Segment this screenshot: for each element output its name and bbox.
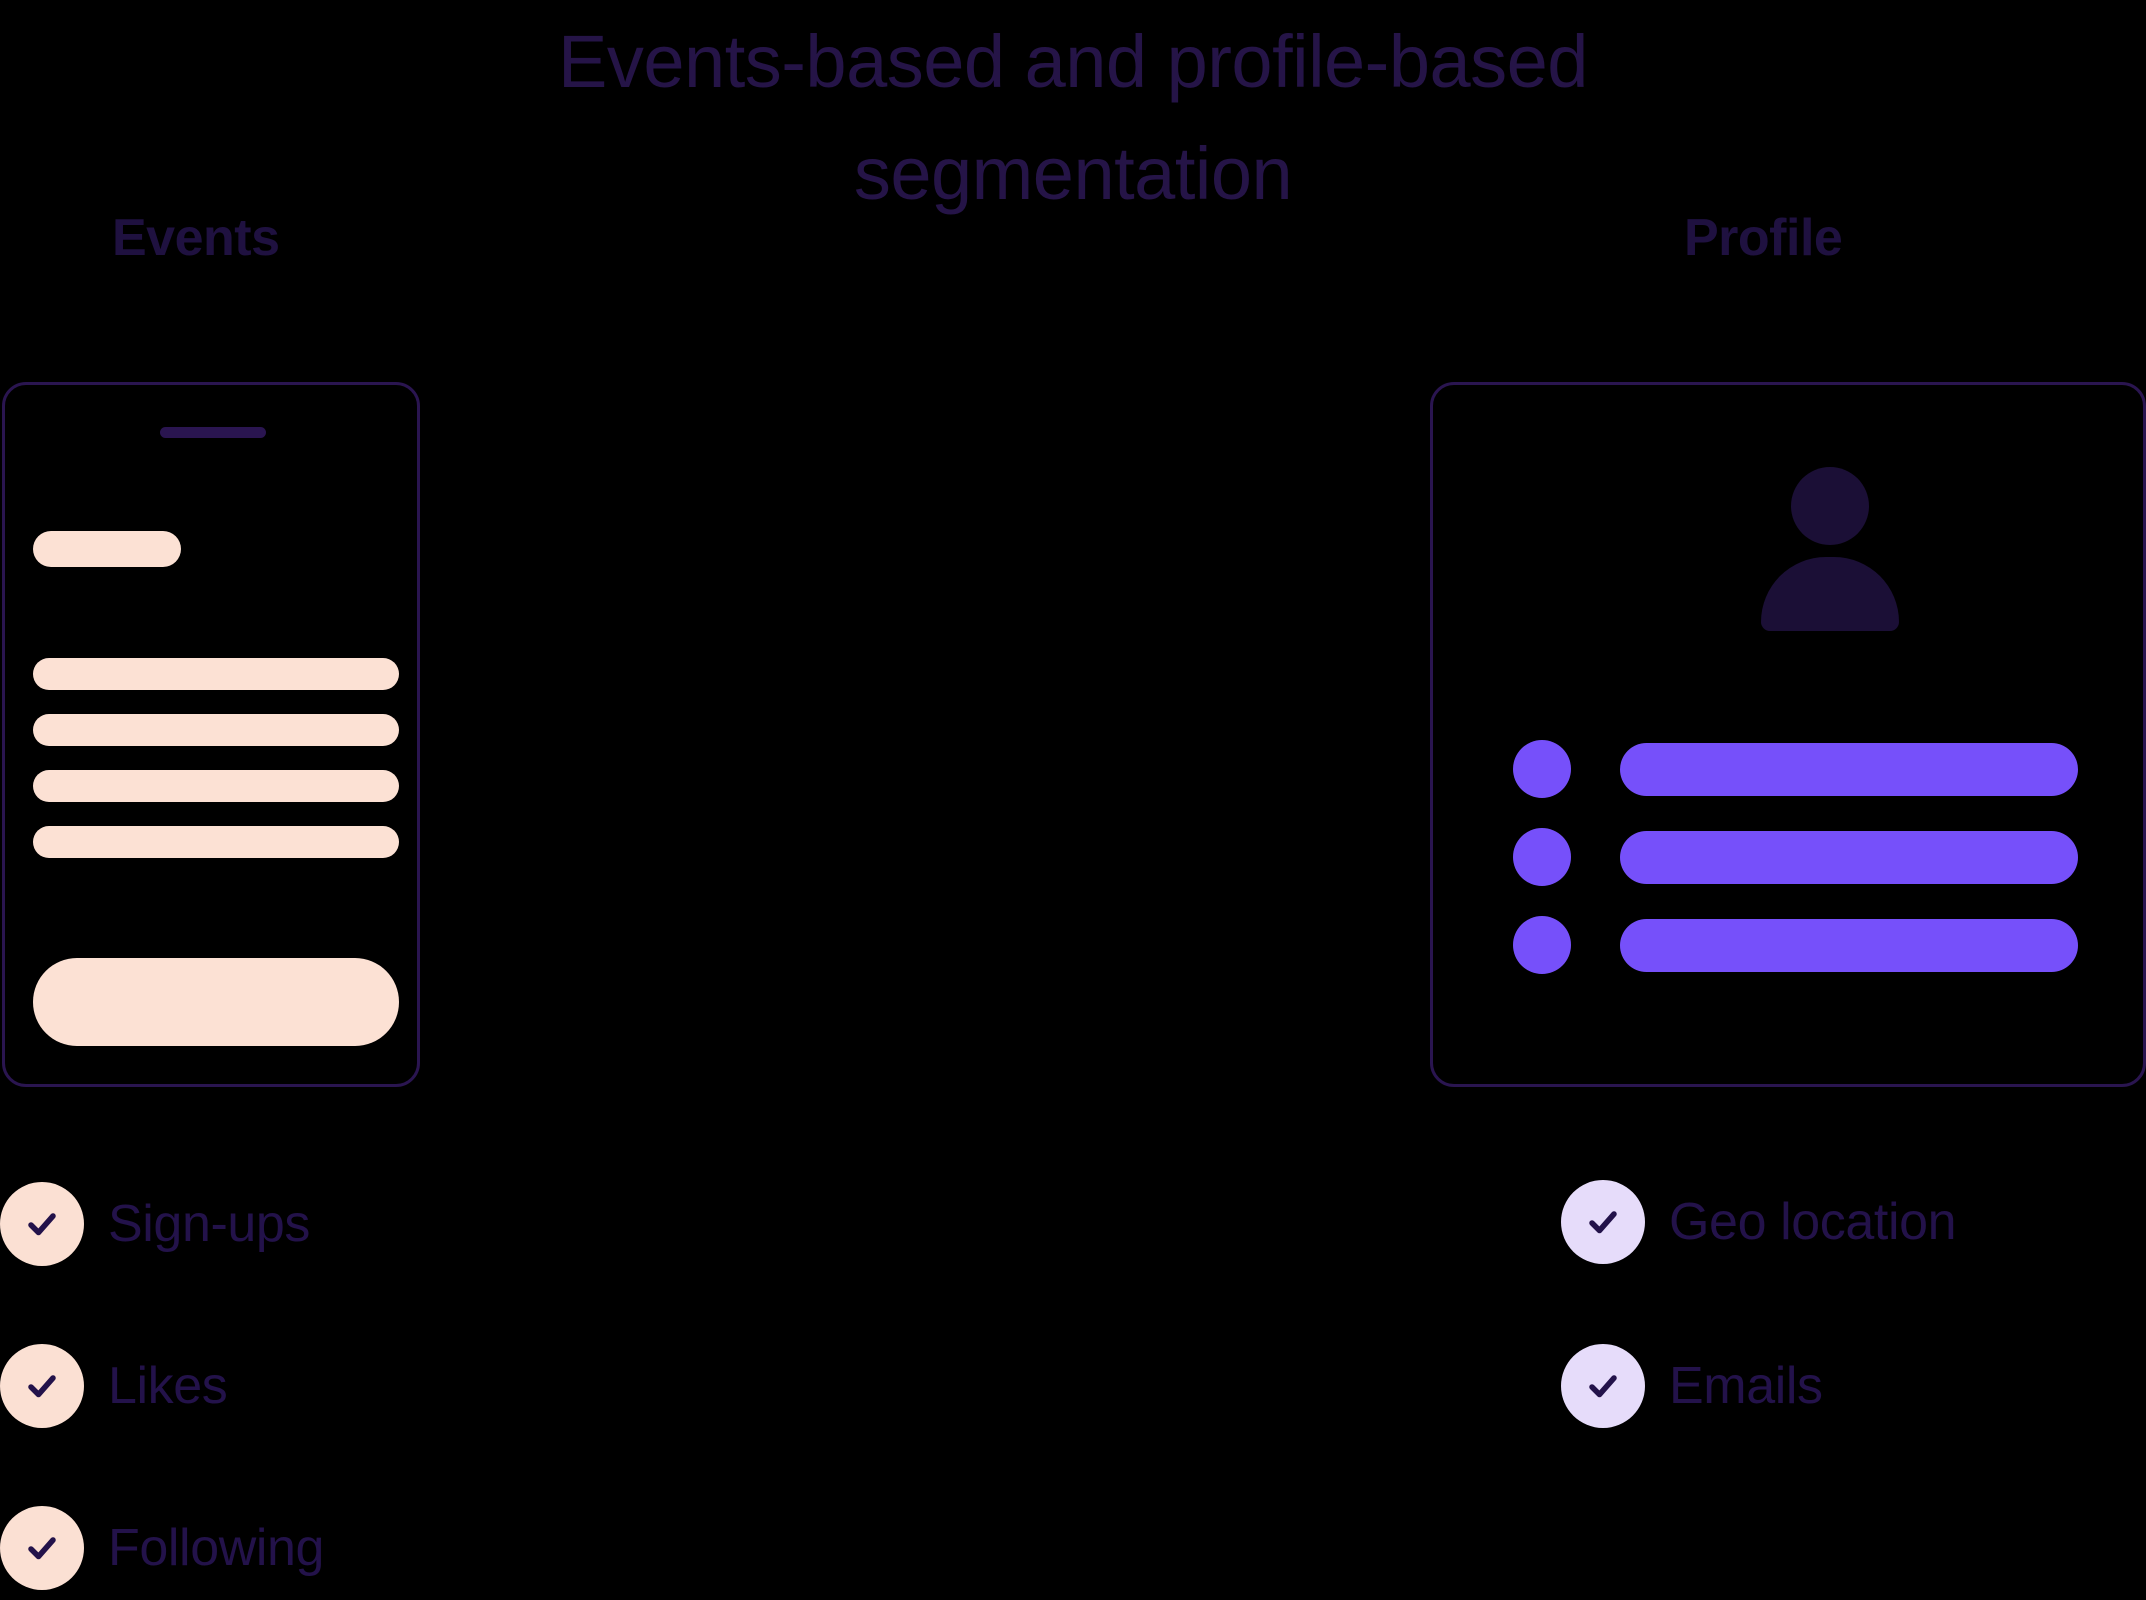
checklist-item-following[interactable]: Following xyxy=(0,1506,324,1590)
checklist-item-label: Geo location xyxy=(1669,1193,1957,1251)
attribute-bar-placeholder xyxy=(1620,743,2078,796)
checklist-item-emails[interactable]: Emails xyxy=(1561,1344,1823,1428)
profile-attribute-row xyxy=(1513,828,2109,886)
check-icon xyxy=(0,1182,84,1266)
events-card xyxy=(2,382,420,1087)
checklist-item-label: Likes xyxy=(108,1357,228,1415)
avatar-head xyxy=(1791,467,1869,545)
notch-bar xyxy=(160,427,266,438)
line-placeholder xyxy=(33,714,399,746)
checklist-item-label: Emails xyxy=(1669,1357,1823,1415)
checklist-item-likes[interactable]: Likes xyxy=(0,1344,228,1428)
checklist-item-geo-location[interactable]: Geo location xyxy=(1561,1180,1957,1264)
attribute-bar-placeholder xyxy=(1620,831,2078,884)
events-column-heading: Events xyxy=(112,209,280,267)
content-block-placeholder xyxy=(33,958,399,1046)
checklist-item-label: Following xyxy=(108,1519,325,1577)
check-icon xyxy=(0,1344,84,1428)
title-pill-placeholder xyxy=(33,531,181,567)
check-icon xyxy=(1561,1344,1645,1428)
check-icon xyxy=(1561,1180,1645,1264)
profile-attribute-row xyxy=(1513,740,2109,798)
bullet-dot-icon xyxy=(1513,740,1571,798)
check-icon xyxy=(0,1506,84,1590)
profile-column-heading: Profile xyxy=(1684,209,1843,267)
profile-attribute-row xyxy=(1513,916,2109,974)
profile-card xyxy=(1430,382,2146,1087)
attribute-bar-placeholder xyxy=(1620,919,2078,972)
line-placeholder xyxy=(33,658,399,690)
line-placeholder xyxy=(33,826,399,858)
person-avatar-icon xyxy=(1751,467,1899,631)
bullet-dot-icon xyxy=(1513,828,1571,886)
line-placeholder xyxy=(33,770,399,802)
page-title: Events-based and profile-based segmentat… xyxy=(558,20,1588,215)
bullet-dot-icon xyxy=(1513,916,1571,974)
checklist-item-sign-ups[interactable]: Sign-ups xyxy=(0,1182,310,1266)
checklist-item-label: Sign-ups xyxy=(108,1195,311,1253)
avatar-body xyxy=(1761,557,1899,631)
